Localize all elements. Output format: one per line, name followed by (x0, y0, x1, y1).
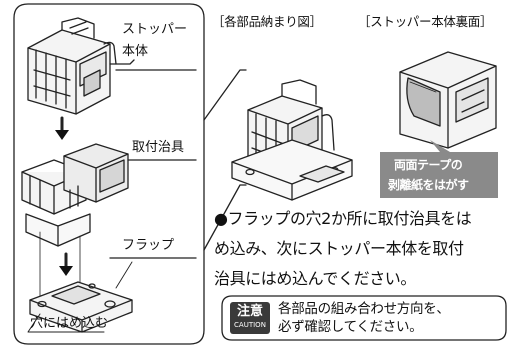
caution-badge-sub: CAUTION (234, 321, 266, 329)
left-panel-border (13, 3, 205, 345)
instruction-line: 治具にはめ込んでください。 (214, 269, 417, 288)
instruction-line: ●フラップの穴2か所に取付治具をは (214, 209, 472, 228)
back-view-heading: ［ストッパー本体裏面］ (358, 14, 493, 29)
stopper-label-line1: ストッパー (122, 22, 188, 37)
instruction-text: ●フラップの穴2か所に取付治具をは め込み、次にストッパー本体を取付 治具にはめ… (214, 204, 472, 294)
stopper-label-line2: 本体 (122, 44, 149, 59)
tape-badge-line1: 両面テープの (394, 158, 463, 172)
callout-bracket (203, 69, 247, 251)
mounting-jig-drawing (21, 143, 129, 247)
stopper-back-view-drawing (399, 51, 497, 149)
jig-label: 取付治具 (132, 140, 185, 155)
hole-label: 穴にはめ込む (30, 316, 109, 331)
assembly-heading: ［各部品納まり図］ (212, 14, 322, 29)
caution-line: 各部品の組み合わせ方向を、 (278, 301, 450, 317)
instruction-line: め込み、次にストッパー本体を取付 (214, 239, 464, 258)
assembly-view-drawing (231, 79, 353, 201)
tape-badge-shape (380, 140, 498, 198)
caution-text: 各部品の組み合わせ方向を、 必ず確認してください。 (278, 300, 450, 336)
stopper-body-drawing (27, 17, 117, 115)
caution-line: 必ず確認してください。 (278, 319, 423, 335)
flap-drawing (29, 281, 133, 333)
tape-badge-line2: 剥離紙をはがす (388, 178, 469, 192)
caution-badge-shape (230, 302, 270, 334)
caution-box-border (221, 295, 507, 341)
flap-label: フラップ (122, 238, 175, 253)
caution-badge-main: 注意 (236, 304, 263, 319)
